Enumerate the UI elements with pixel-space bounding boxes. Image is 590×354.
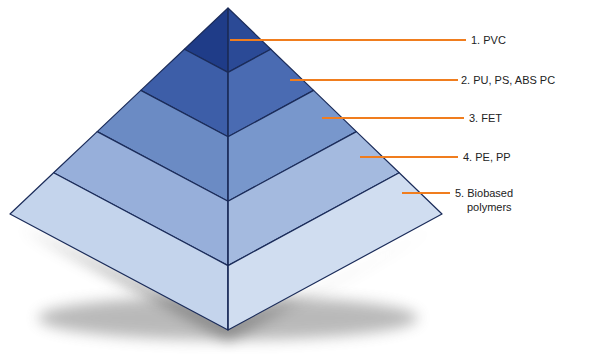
layer-label: 1. PVC <box>471 33 581 47</box>
pyramid-band <box>228 173 442 330</box>
leader-line <box>290 79 458 81</box>
layer-label: 5. Biobased polymers <box>455 186 549 214</box>
layer-label: 2. PU, PS, ABS PC <box>461 73 586 87</box>
layer-label: 4. PE, PP <box>463 150 573 164</box>
leader-line <box>230 39 466 41</box>
pyramid-edge <box>227 8 228 330</box>
leader-line <box>402 192 450 194</box>
leader-line <box>360 156 458 158</box>
leader-line <box>322 117 464 119</box>
layer-label: 3. FET <box>469 111 579 125</box>
pyramid-band <box>10 173 228 330</box>
